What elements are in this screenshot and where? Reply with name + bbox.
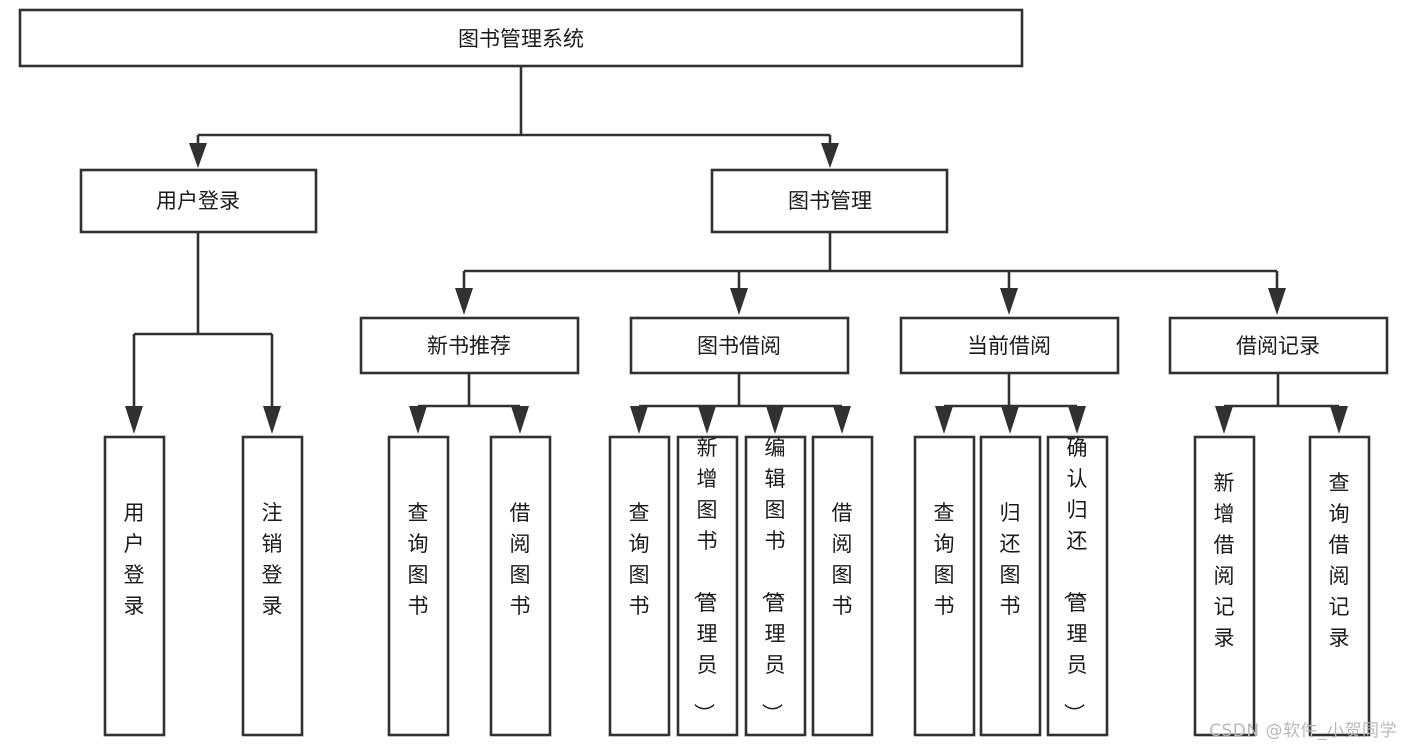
leaf-node-6[interactable]: 新增图书（管理员） [676, 435, 739, 737]
node-root[interactable]: 图书管理系统 [18, 8, 1024, 68]
arrow-head-newbook [455, 288, 473, 315]
connector-group-newbook [409, 373, 529, 434]
leaf-node-13-label: 查询借阅记录 [1329, 471, 1350, 650]
node-newbook-box[interactable] [359, 316, 580, 375]
arrow-head-leaf-3 [409, 406, 427, 434]
arrow-head-leaf-4 [511, 406, 529, 434]
leaf-node-10[interactable]: 归还图书 [979, 435, 1042, 737]
leaf-node-4-box[interactable] [489, 435, 552, 737]
leaf-node-11-label: 确认归还（管理员） [1062, 436, 1088, 724]
leaf-node-8-label: 借阅图书 [832, 501, 853, 618]
node-newbook-label: 新书推荐 [427, 334, 511, 358]
node-login-label: 用户登录 [156, 189, 240, 213]
leaf-node-5-box[interactable] [608, 435, 671, 737]
leaf-node-3-box[interactable] [387, 435, 450, 737]
node-borrow[interactable]: 图书借阅 [629, 316, 850, 375]
connector-group-login [125, 232, 281, 434]
arrow-head-leaf-6 [698, 406, 716, 434]
node-login[interactable]: 用户登录 [79, 168, 318, 234]
arrow-head-leaf-9 [935, 406, 953, 434]
leaf-node-6-label: 新增图书（管理员） [692, 436, 718, 724]
arrow-head-login [189, 143, 207, 168]
leaf-node-8[interactable]: 借阅图书 [811, 435, 874, 737]
arrow-head-leaf-12 [1215, 406, 1233, 434]
node-records[interactable]: 借阅记录 [1168, 316, 1389, 375]
leaf-node-3[interactable]: 查询图书 [387, 435, 450, 737]
leaf-node-9-box[interactable] [913, 435, 976, 737]
leaf-node-2-label: 注销登录 [262, 501, 283, 618]
leaf-node-3-label: 查询图书 [408, 501, 429, 618]
node-root-box[interactable] [18, 8, 1024, 68]
node-records-label: 借阅记录 [1236, 334, 1320, 358]
csdn-watermark: CSDN @软件_小贺同学 [1209, 721, 1397, 741]
node-bookmgmt-box[interactable] [710, 168, 949, 234]
leaf-node-9-label: 查询图书 [934, 501, 955, 618]
arrow-head-leaf-13 [1330, 406, 1348, 434]
leaf-node-1[interactable]: 用户登录 [103, 435, 166, 737]
node-borrow-box[interactable] [629, 316, 850, 375]
leaf-node-12-label: 新增借阅记录 [1214, 471, 1235, 650]
leaf-node-2[interactable]: 注销登录 [241, 435, 304, 737]
leaf-node-12[interactable]: 新增借阅记录 [1193, 435, 1256, 737]
leaf-node-12-box[interactable] [1193, 435, 1256, 737]
arrow-head-bookmgmt [821, 143, 839, 168]
leaf-node-4-label: 借阅图书 [510, 501, 531, 618]
leaf-node-9[interactable]: 查询图书 [913, 435, 976, 737]
connector-group-bookmgmt [455, 232, 1286, 315]
arrow-head-leaf-10 [1001, 406, 1019, 434]
arrow-head-leaf-1 [125, 406, 143, 434]
leaf-node-1-label: 用户登录 [124, 501, 145, 618]
node-current-box[interactable] [899, 316, 1120, 375]
leaf-node-4[interactable]: 借阅图书 [489, 435, 552, 737]
connector-group-borrow [630, 373, 851, 434]
arrow-head-current [1000, 288, 1018, 315]
leaf-node-6-box[interactable] [676, 435, 739, 737]
leaf-node-8-box[interactable] [811, 435, 874, 737]
leaf-node-11[interactable]: 确认归还（管理员） [1046, 435, 1109, 737]
leaf-node-13[interactable]: 查询借阅记录 [1308, 435, 1371, 737]
node-borrow-label: 图书借阅 [697, 334, 781, 358]
leaf-node-13-box[interactable] [1308, 435, 1371, 737]
leaf-node-10-box[interactable] [979, 435, 1042, 737]
node-root-label: 图书管理系统 [458, 27, 584, 51]
leaf-node-1-box[interactable] [103, 435, 166, 737]
leaf-node-5-label: 查询图书 [629, 501, 650, 618]
leaf-node-7-label: 编辑图书（管理员） [760, 436, 786, 724]
node-newbook[interactable]: 新书推荐 [359, 316, 580, 375]
arrow-head-leaf-11 [1068, 406, 1086, 434]
node-login-box[interactable] [79, 168, 318, 234]
arrow-head-leaf-8 [833, 406, 851, 434]
connector-group-current [935, 373, 1086, 434]
arrow-head-records [1268, 288, 1286, 315]
node-bookmgmt[interactable]: 图书管理 [710, 168, 949, 234]
arrow-head-leaf-5 [630, 406, 648, 434]
leaf-node-5[interactable]: 查询图书 [608, 435, 671, 737]
node-current[interactable]: 当前借阅 [899, 316, 1120, 375]
connector-group-root [189, 66, 839, 168]
arrow-head-leaf-2 [263, 406, 281, 434]
arrow-head-borrow [730, 288, 748, 315]
node-bookmgmt-label: 图书管理 [788, 189, 872, 213]
leaf-node-7[interactable]: 编辑图书（管理员） [744, 435, 807, 737]
node-current-label: 当前借阅 [967, 334, 1051, 358]
arrow-head-leaf-7 [766, 406, 784, 434]
leaf-node-2-box[interactable] [241, 435, 304, 737]
leaf-node-11-box[interactable] [1046, 435, 1109, 737]
node-records-box[interactable] [1168, 316, 1389, 375]
leaf-node-10-label: 归还图书 [1000, 501, 1021, 618]
connector-group-records [1215, 373, 1348, 434]
leaf-node-7-box[interactable] [744, 435, 807, 737]
